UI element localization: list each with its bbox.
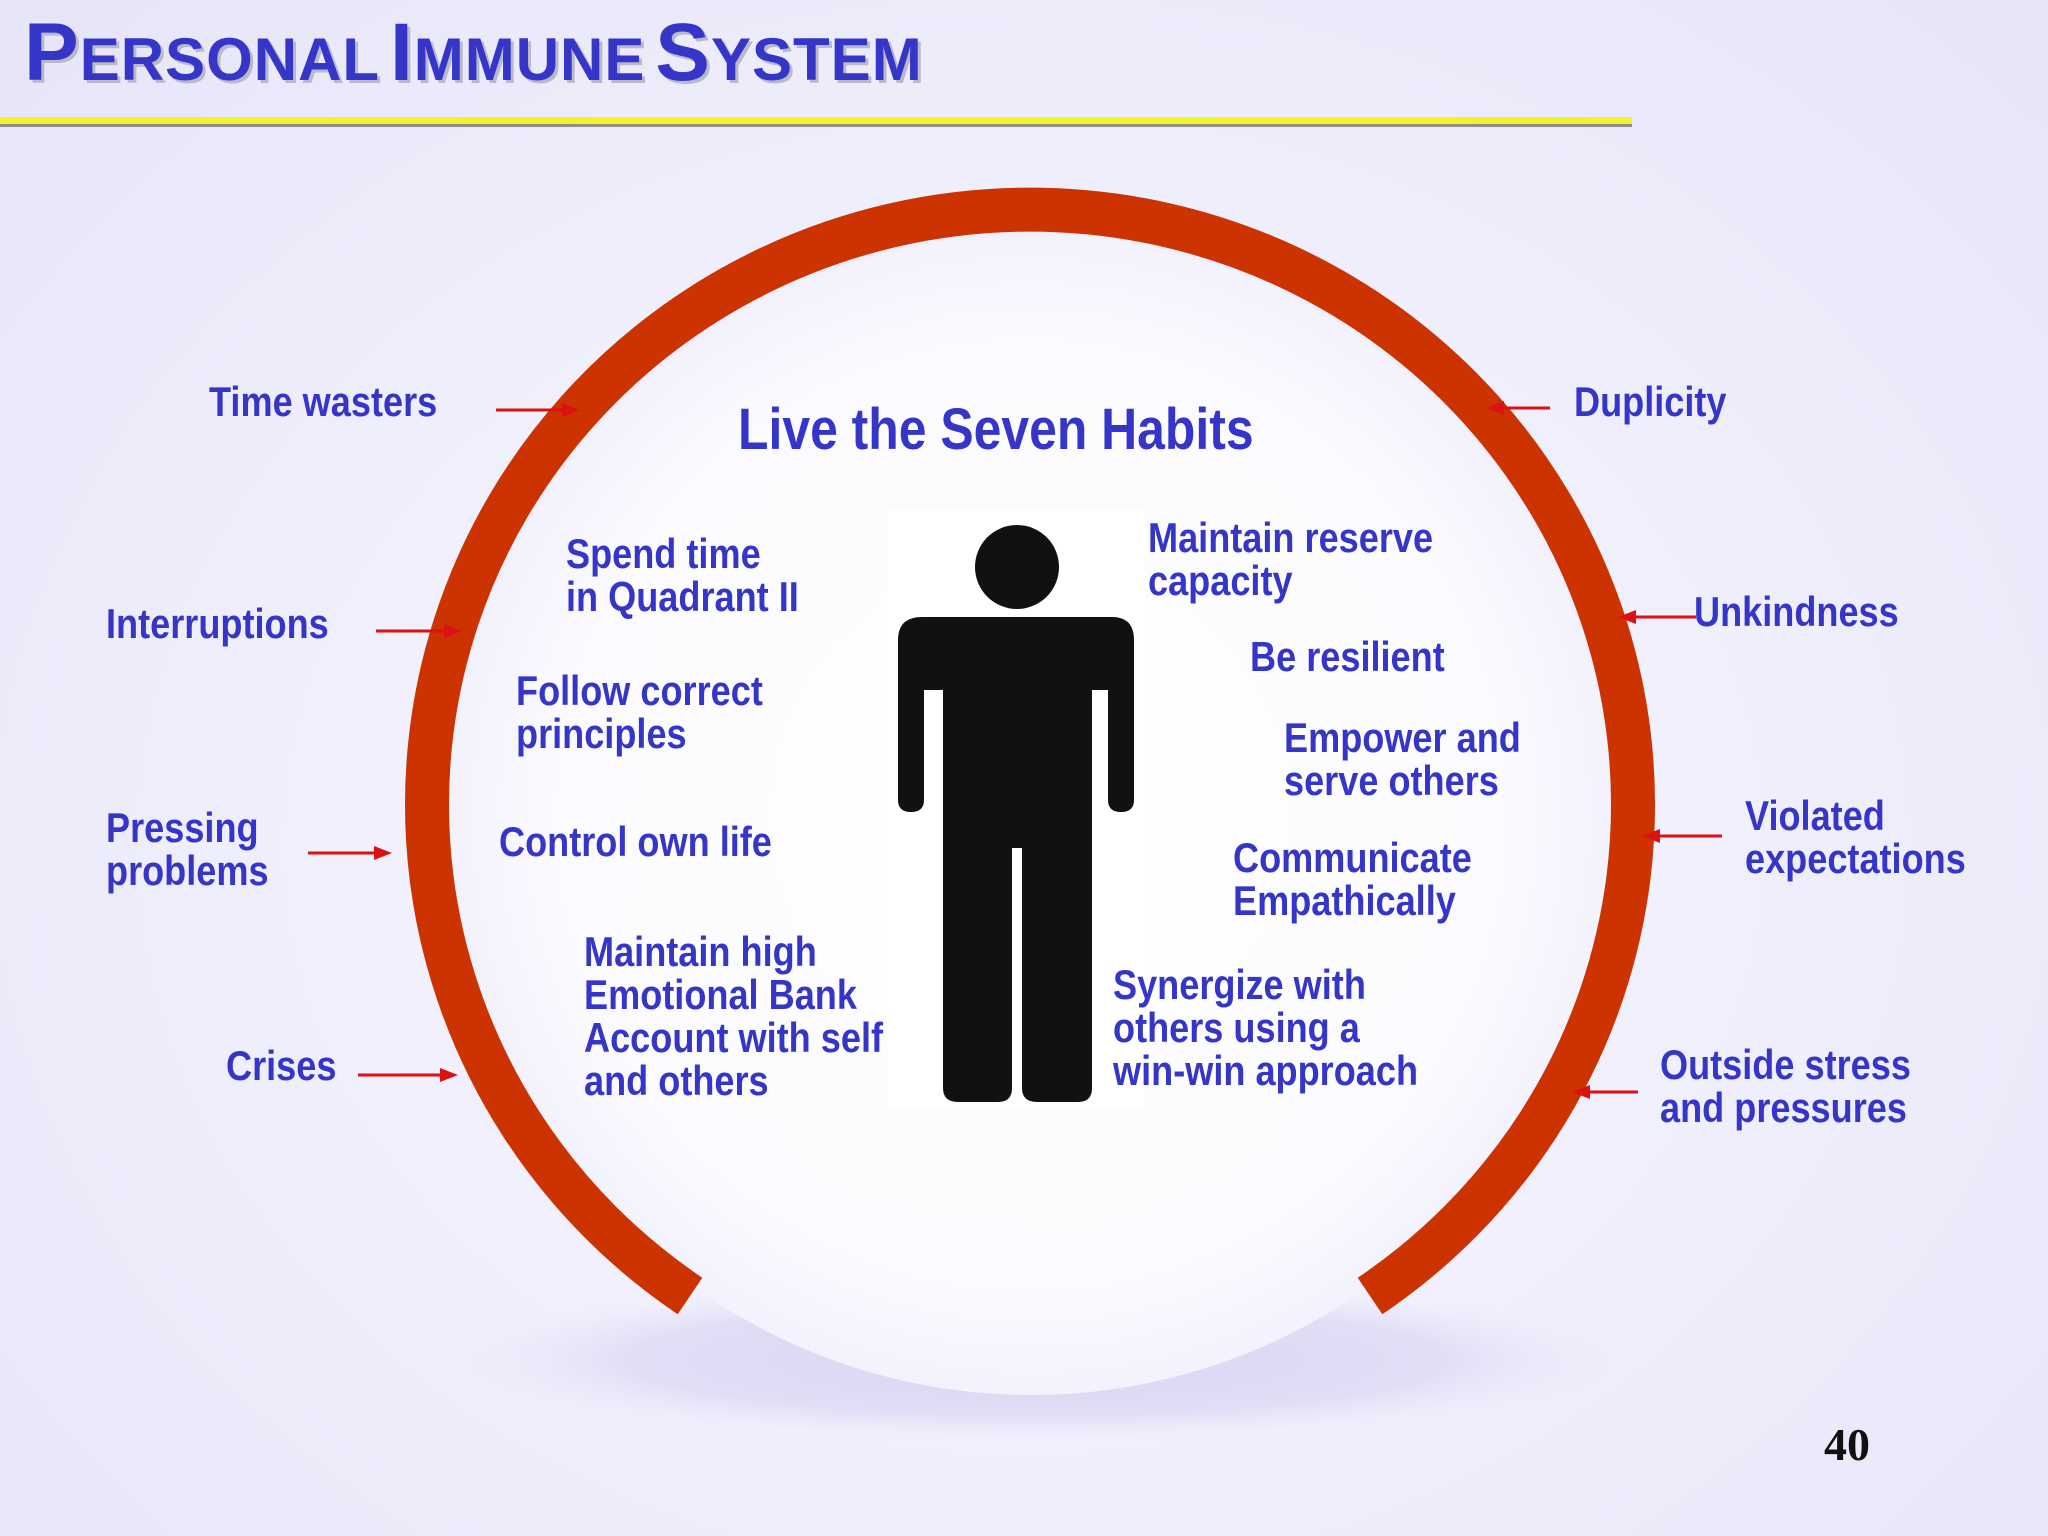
- threat-crises: Crises: [226, 1042, 337, 1089]
- title-word-system: SYSTEM: [655, 7, 923, 98]
- person-figure: [887, 510, 1145, 1110]
- arrow-unkindness: [1618, 610, 1696, 624]
- arrow-outside-stress: [1572, 1085, 1638, 1099]
- slide-title: PERSONAL IMMUNE SYSTEM: [24, 12, 923, 94]
- threat-pressing-problems: Pressing problems: [106, 804, 269, 894]
- habit-synergize: Synergize with others using a win-win ap…: [1113, 961, 1419, 1094]
- arrow-pressing-problems: [308, 846, 392, 860]
- title-word-personal: PERSONAL: [24, 7, 381, 98]
- habit-be-resilient: Be resilient: [1250, 633, 1445, 680]
- arrow-interruptions: [376, 624, 462, 638]
- protective-ring: [405, 187, 1655, 1315]
- threat-time-wasters: Time wasters: [209, 378, 438, 425]
- arrow-duplicity: [1486, 401, 1550, 415]
- habit-control-own-life: Control own life: [499, 818, 772, 865]
- habit-empower-others: Empower and serve others: [1284, 714, 1521, 804]
- habit-correct-principles: Follow correct principles: [516, 667, 763, 757]
- page-number: 40: [1824, 1419, 1870, 1470]
- figure-left-leg: [943, 840, 1012, 1102]
- threat-arrows: [308, 401, 1722, 1099]
- habit-quadrant-ii: Spend time in Quadrant II: [566, 530, 799, 620]
- arrow-time-wasters: [496, 403, 580, 417]
- threat-violated-expectations: Violated expectations: [1745, 792, 1966, 882]
- habit-communicate-empathically: Communicate Empathically: [1233, 834, 1472, 924]
- arrow-crises: [358, 1068, 458, 1082]
- threat-interruptions: Interruptions: [106, 600, 329, 647]
- threat-unkindness: Unkindness: [1694, 588, 1899, 635]
- habit-emotional-bank: Maintain high Emotional Bank Account wit…: [584, 928, 884, 1104]
- threat-duplicity: Duplicity: [1574, 378, 1727, 425]
- habit-reserve-capacity: Maintain reserve capacity: [1148, 514, 1434, 604]
- title-word-immune: IMMUNE: [389, 7, 646, 98]
- threat-outside-stress: Outside stress and pressures: [1660, 1041, 1911, 1131]
- figure-head: [975, 525, 1059, 609]
- arrow-violated-expectations: [1642, 829, 1722, 843]
- figure-right-leg: [1022, 840, 1092, 1102]
- figure-torso: [898, 617, 1134, 848]
- center-heading: Live the Seven Habits: [738, 397, 1254, 462]
- title-underline: [0, 117, 1632, 124]
